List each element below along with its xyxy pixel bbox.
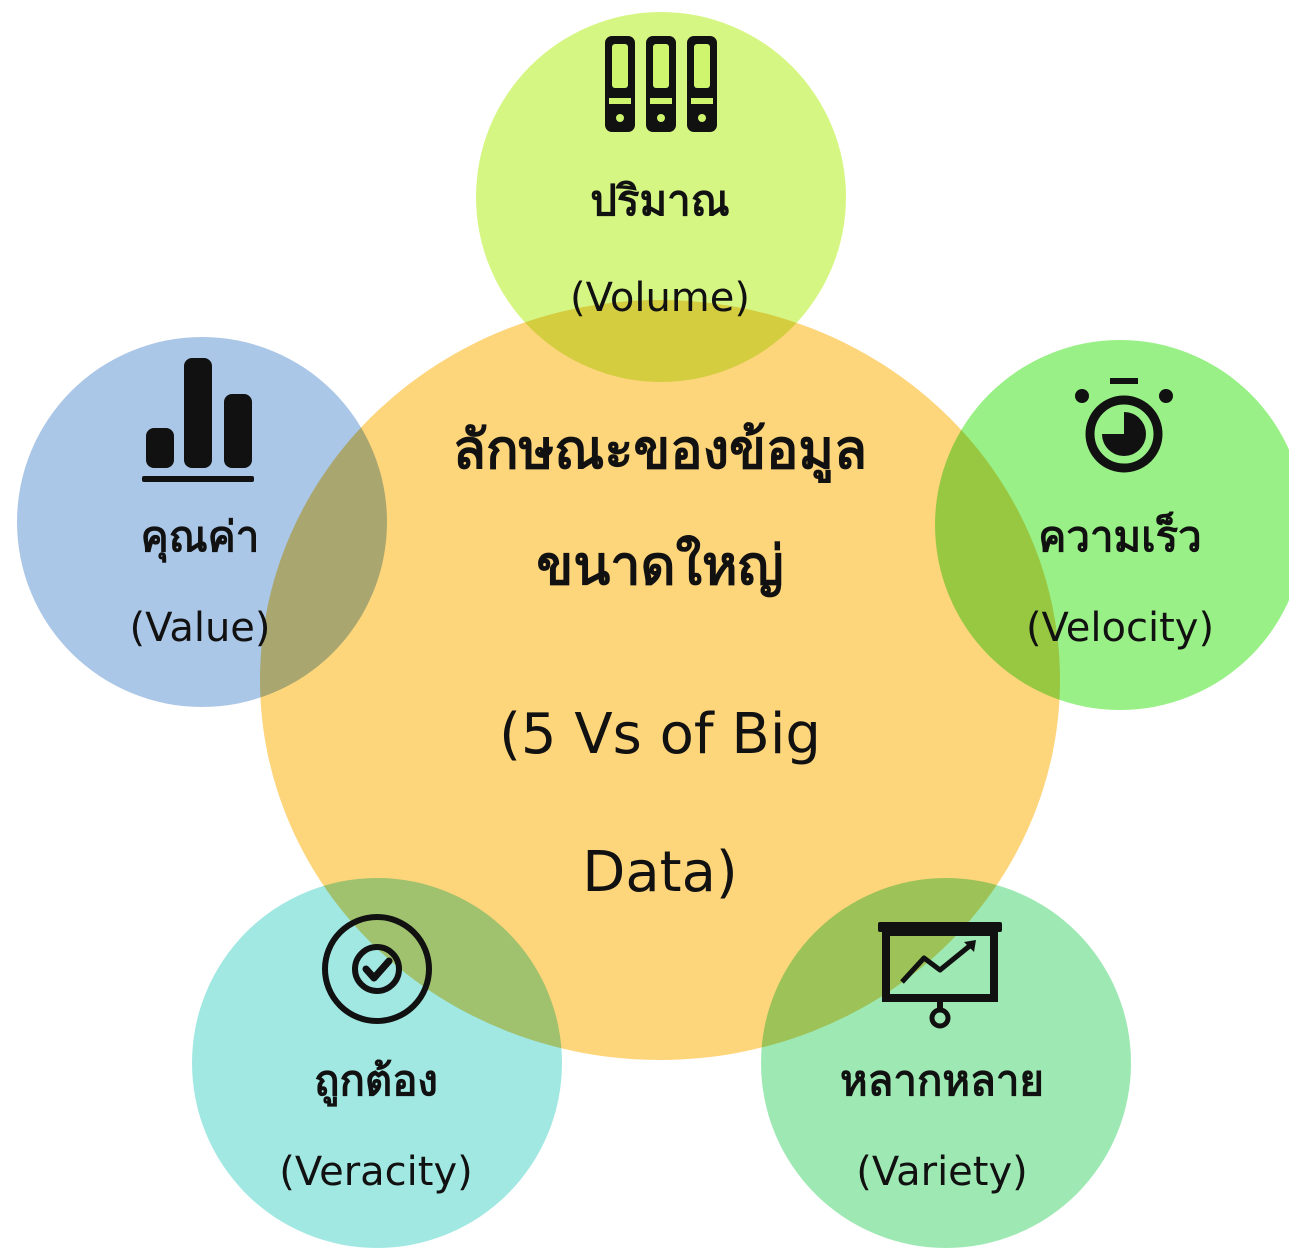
volume-label-th: ปริมาณ (590, 176, 730, 225)
center-title-line2: ขนาดใหญ่ (536, 534, 784, 597)
center-title-line1: ลักษณะของข้อมูล (452, 418, 868, 481)
volume-label-en: (Volume) (570, 275, 750, 321)
stopwatch-icon (1075, 378, 1173, 473)
server-racks-icon (605, 36, 717, 132)
veracity-label-en: (Veracity) (279, 1149, 473, 1195)
value-label-en: (Value) (129, 605, 271, 651)
value-label-th: คุณค่า (140, 512, 260, 561)
bar-chart-icon (142, 358, 254, 482)
center-subtitle-line2: Data) (582, 840, 738, 905)
veracity-label-th: ถูกต้อง (314, 1056, 438, 1105)
center-subtitle-line1: (5 Vs of Big (499, 702, 821, 767)
variety-label-en: (Variety) (856, 1149, 1028, 1195)
check-circle-icon (322, 914, 432, 1024)
variety-label-th: หลากหลาย (839, 1056, 1045, 1105)
velocity-label-en: (Velocity) (1025, 605, 1215, 651)
variety-circle (761, 878, 1131, 1248)
veracity-circle (192, 878, 562, 1248)
presentation-chart-icon (878, 922, 1002, 1029)
velocity-label-th: ความเร็ว (1038, 512, 1202, 561)
